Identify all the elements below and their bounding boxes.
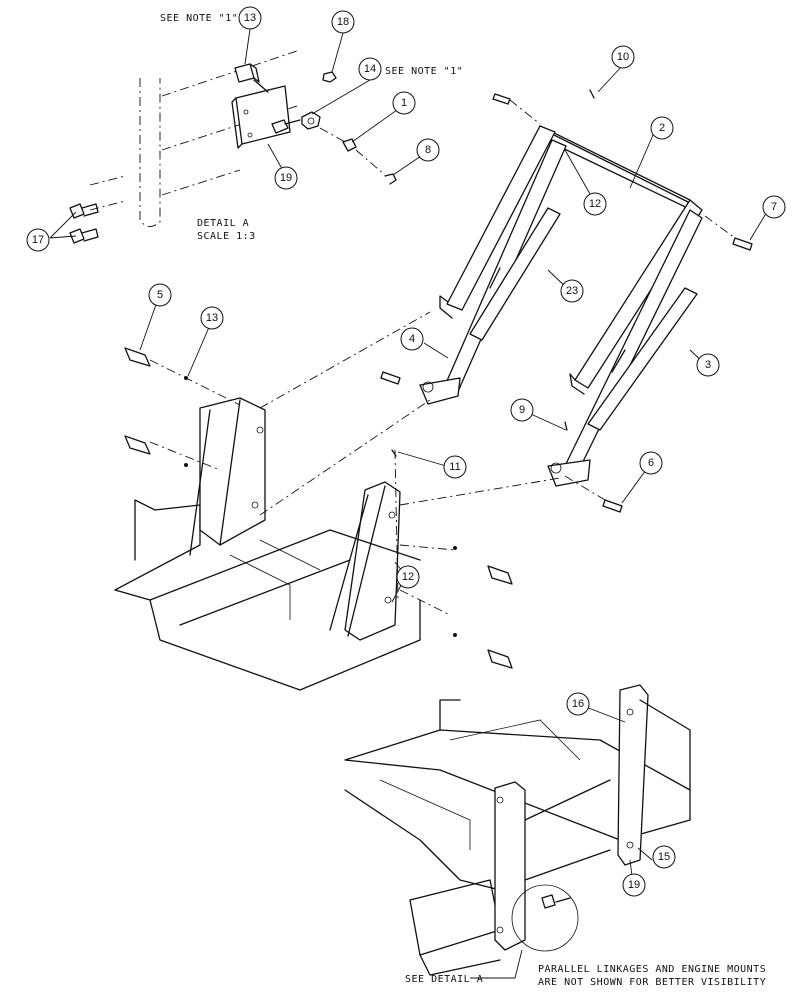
callout-19-detail: 19 [274,166,298,190]
svg-text:4: 4 [409,333,415,345]
svg-text:7: 7 [771,201,777,213]
svg-text:16: 16 [572,698,584,710]
callout-17: 17 [26,228,50,252]
svg-text:2: 2 [659,122,665,134]
callout-14: 14 [358,57,382,81]
callout-1: 1 [392,91,416,115]
svg-text:18: 18 [337,16,349,28]
callout-12-middle: 12 [396,565,420,589]
detail-a-view: DETAIL A SCALE 1:3 SEE NOTE "1" SEE NOTE… [69,13,463,244]
svg-text:12: 12 [589,198,601,210]
svg-text:3: 3 [705,359,711,371]
callout-7: 7 [762,195,786,219]
svg-text:23: 23 [566,285,578,297]
callout-4: 4 [400,327,424,351]
callout-23: 23 [560,279,584,303]
middle-chassis [114,311,561,691]
see-note-right: SEE NOTE "1" [385,66,463,77]
svg-text:9: 9 [519,404,525,416]
callout-19-bottom: 19 [622,873,646,897]
bottom-chassis: SEE DETAIL A PARALLEL LINKAGES AND ENGIN… [344,684,766,988]
svg-text:19: 19 [628,879,640,891]
footnote-line-1: PARALLEL LINKAGES AND ENGINE MOUNTS [538,964,766,975]
svg-text:8: 8 [425,144,431,156]
callout-11: 11 [443,455,467,479]
see-detail-a-label: SEE DETAIL A [405,974,483,985]
svg-text:5: 5 [157,289,163,301]
svg-text:14: 14 [364,63,376,75]
svg-text:13: 13 [244,12,256,24]
callout-8: 8 [416,138,440,162]
callout-10: 10 [611,45,635,69]
detail-a-title: DETAIL A [197,218,249,229]
callout-13: 13 [200,306,224,330]
detail-a-scale: SCALE 1:3 [197,231,256,242]
callout-18: 18 [331,10,355,34]
callout-16: 16 [566,692,590,716]
callout-2: 2 [650,116,674,140]
callout-5: 5 [148,283,172,307]
svg-text:15: 15 [658,851,670,863]
svg-text:6: 6 [648,457,654,469]
svg-text:10: 10 [617,51,629,63]
callout-9: 9 [510,398,534,422]
svg-text:13: 13 [206,312,218,324]
callout-6: 6 [639,451,663,475]
callout-3: 3 [696,353,720,377]
footnote-line-2: ARE NOT SHOWN FOR BETTER VISIBILITY [538,977,766,988]
callout-15: 15 [652,845,676,869]
svg-text:11: 11 [449,461,460,473]
svg-text:1: 1 [401,97,407,109]
svg-text:17: 17 [32,234,44,246]
see-note-top: SEE NOTE "1" [160,13,238,24]
svg-text:12: 12 [402,571,414,583]
callout-12-top: 12 [583,192,607,216]
svg-text:19: 19 [280,172,292,184]
loader-frame-assembly [380,89,753,513]
callout-13-detail: 13 [238,6,262,30]
